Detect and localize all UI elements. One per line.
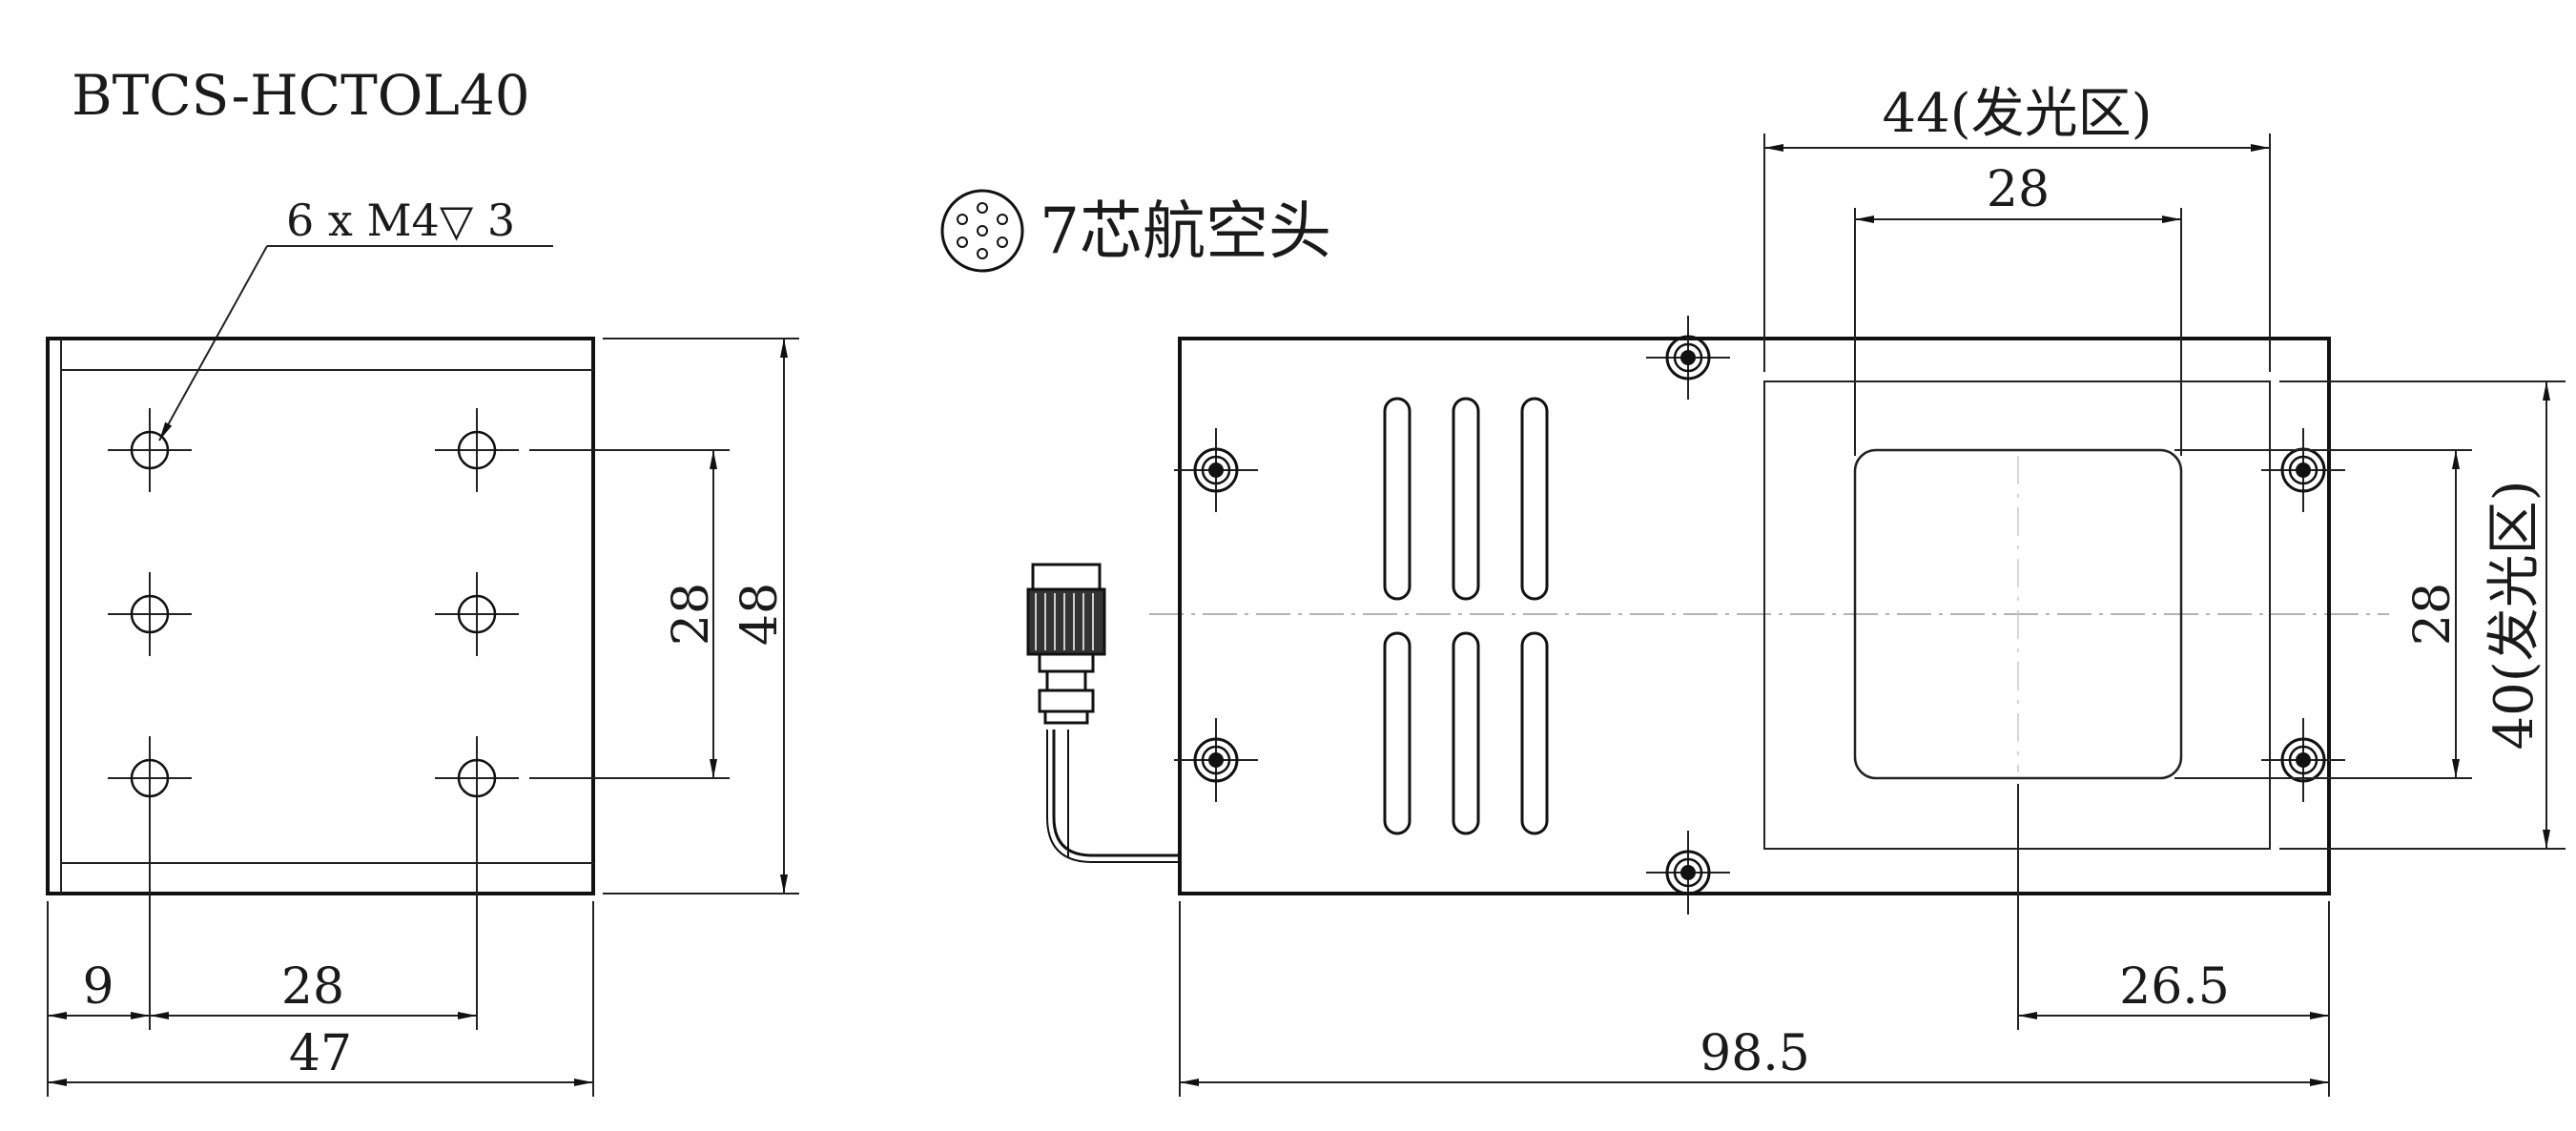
screws (1172, 314, 2347, 916)
dim-edge-offset: 9 (82, 958, 113, 1016)
dim-width: 47 (289, 1025, 352, 1082)
7-pin-connector-icon (940, 189, 1024, 273)
dim-center-offset: 26.5 (2119, 958, 2230, 1016)
dim-hole-spacing-h: 28 (281, 958, 344, 1016)
dim-hole-spacing-v: 28 (663, 583, 720, 646)
dim-height: 48 (732, 583, 789, 646)
connector-legend: 7芯航空头 (940, 189, 1331, 273)
hole-callout: 6 x M4▽ 3 (286, 195, 515, 246)
right-view: 44(发光区) 28 28 40(发光区) 26.5 98.5 (1026, 83, 2566, 1097)
connector-plug (1026, 563, 1106, 725)
right-housing (1178, 337, 2331, 895)
connector-label: 7芯航空头 (1040, 195, 1331, 268)
model-title: BTCS-HCTOL40 (72, 63, 530, 128)
cable (1052, 730, 1180, 857)
mounting-holes (106, 406, 521, 822)
dim-emit-width: 44(发光区) (1883, 83, 2153, 145)
vent-slots (1383, 397, 1549, 835)
dim-length: 98.5 (1700, 1025, 1810, 1082)
left-view: 6 x M4▽ 3 28 48 9 (46, 195, 799, 1097)
dim-emit-height: 40(发光区) (2483, 481, 2545, 751)
dim-window-width: 28 (1987, 161, 2050, 218)
dim-window-height: 28 (2404, 583, 2462, 646)
left-housing (46, 337, 595, 895)
light-window (1853, 448, 2183, 780)
